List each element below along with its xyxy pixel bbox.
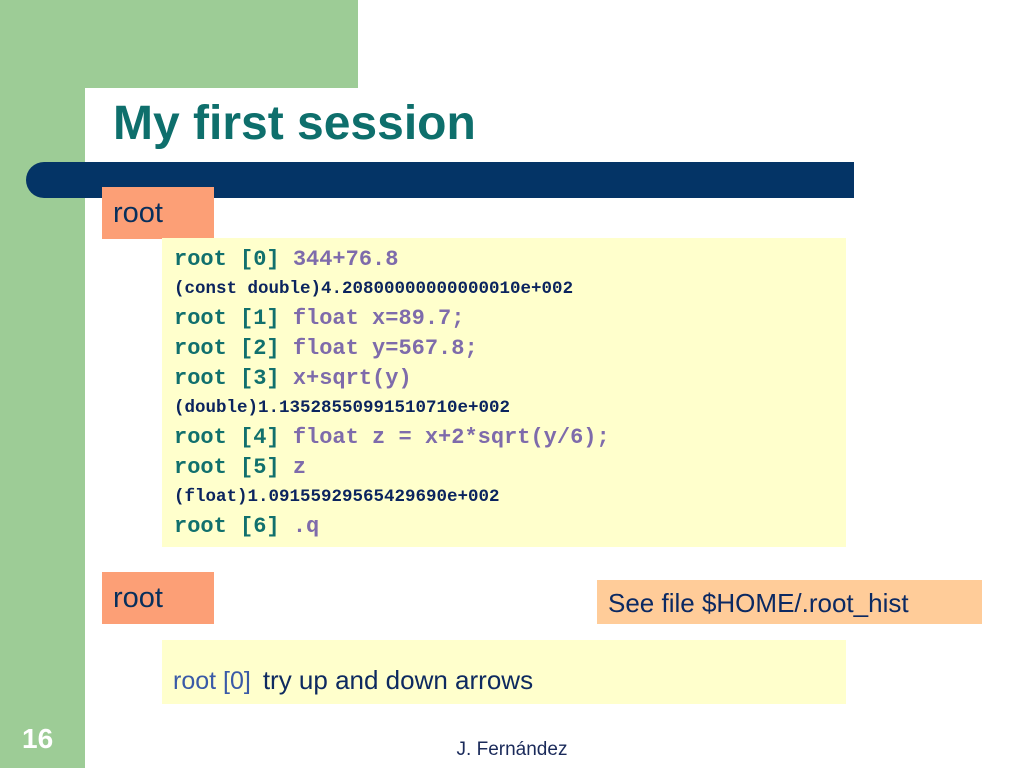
session-output-line: (float)1.09155929565429690e+002	[174, 487, 500, 507]
history-file-note: See file $HOME/.root_hist	[597, 580, 982, 624]
root-label-top: root	[102, 187, 214, 239]
session-command-line: root [6] .q	[174, 512, 846, 542]
session-prompt: root [4]	[174, 425, 280, 450]
session-command-line: root [4] float z = x+2*sqrt(y/6);	[174, 423, 846, 453]
session-output-line: (double)1.13528550991510710e+002	[174, 398, 511, 418]
root-session-transcript: root [0] 344+76.8 (const double)4.2080000…	[162, 238, 846, 547]
session-command: 344+76.8	[292, 247, 399, 272]
hint-prompt: root [0]	[173, 667, 251, 695]
sidebar-green-strip	[0, 0, 85, 768]
author-footer: J. Fernández	[456, 739, 568, 760]
session-command-line: root [1] float x=89.7;	[174, 304, 846, 334]
session-command: float z = x+2*sqrt(y/6);	[292, 425, 610, 450]
page-number: 16	[22, 723, 54, 754]
session-prompt: root [2]	[174, 336, 280, 361]
session-prompt: root [3]	[174, 366, 280, 391]
session-command: float x=89.7;	[292, 306, 465, 331]
hint-text: try up and down arrows	[262, 665, 534, 695]
session-output-line: (const double)4.20800000000000010e+002	[174, 279, 574, 299]
session-command: float y=567.8;	[292, 336, 478, 361]
session-command-line: root [0] 344+76.8	[174, 245, 846, 275]
session-command-line: root [3] x+sqrt(y)	[174, 364, 846, 394]
session-prompt: root [1]	[174, 306, 280, 331]
session-prompt: root [0]	[174, 247, 280, 272]
top-green-band	[85, 0, 358, 88]
session-prompt: root [5]	[174, 455, 280, 480]
session-command: .q	[292, 514, 320, 539]
content-corner	[85, 88, 165, 168]
session-prompt: root [6]	[174, 514, 280, 539]
slide-title: My first session	[113, 97, 476, 150]
session-command: z	[292, 455, 307, 480]
session-command-line: root [5] z	[174, 453, 846, 483]
arrow-hint-panel: root [0] try up and down arrows	[162, 640, 846, 704]
session-command-line: root [2] float y=567.8;	[174, 334, 846, 364]
session-command: x+sqrt(y)	[292, 366, 412, 391]
root-label-bottom: root	[102, 572, 214, 624]
